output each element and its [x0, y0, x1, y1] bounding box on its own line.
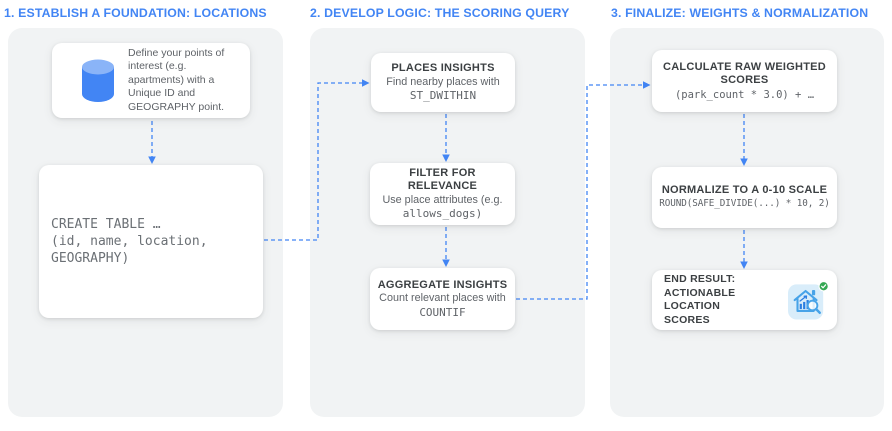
card-places-insights-body: Find nearby places with: [386, 75, 500, 88]
card-normalize-scale: NORMALIZE TO A 0-10 SCALE ROUND(SAFE_DIV…: [652, 167, 837, 228]
card-end-result-title: END RESULT: ACTIONABLE LOCATION SCORES: [664, 273, 736, 326]
card-places-insights-title: PLACES INSIGHTS: [391, 62, 495, 74]
card-aggregate-insights: AGGREGATE INSIGHTS Count relevant places…: [370, 268, 515, 330]
card-filter-relevance-title: FILTER FOR RELEVANCE: [407, 166, 478, 193]
card-aggregate-insights-code: COUNTIF: [419, 305, 466, 319]
card-filter-relevance-body: Use place attributes (e.g.: [382, 193, 503, 206]
card-aggregate-insights-body: Count relevant places with: [379, 292, 506, 304]
card-weighted-scores-title: CALCULATE RAW WEIGHTED SCORES: [663, 60, 826, 87]
card-create-table: CREATE TABLE … (id, name, location, GEOG…: [39, 165, 263, 318]
house-analytics-icon: [788, 280, 829, 320]
card-define-points-text: Define your points of interest (e.g. apa…: [128, 46, 225, 113]
card-normalize-scale-code: ROUND(SAFE_DIVIDE(...) * 10, 2): [659, 198, 830, 210]
card-define-points: Define your points of interest (e.g. apa…: [52, 43, 250, 118]
database-icon: [82, 59, 114, 102]
card-aggregate-insights-title: AGGREGATE INSIGHTS: [377, 278, 508, 291]
card-filter-relevance-code: allows_dogs): [402, 207, 483, 221]
column-3-header: 3. FINALIZE: WEIGHTS & NORMALIZATION: [611, 6, 869, 20]
card-places-insights: PLACES INSIGHTS Find nearby places with …: [371, 53, 515, 112]
card-places-insights-code: ST_DWITHIN: [409, 89, 477, 102]
column-1-header: 1. ESTABLISH A FOUNDATION: LOCATIONS: [4, 6, 267, 20]
card-weighted-scores-code: (park_count * 3.0) + …: [674, 88, 815, 101]
check-badge-icon: [818, 280, 829, 291]
column-2-header: 2. DEVELOP LOGIC: THE SCORING QUERY: [310, 6, 570, 20]
card-end-result: END RESULT: ACTIONABLE LOCATION SCORES: [652, 270, 837, 330]
card-create-table-code: CREATE TABLE … (id, name, location, GEOG…: [51, 217, 208, 266]
card-weighted-scores: CALCULATE RAW WEIGHTED SCORES (park_coun…: [652, 50, 837, 112]
card-normalize-scale-title: NORMALIZE TO A 0-10 SCALE: [661, 183, 828, 196]
card-filter-relevance: FILTER FOR RELEVANCE Use place attribute…: [370, 163, 515, 225]
